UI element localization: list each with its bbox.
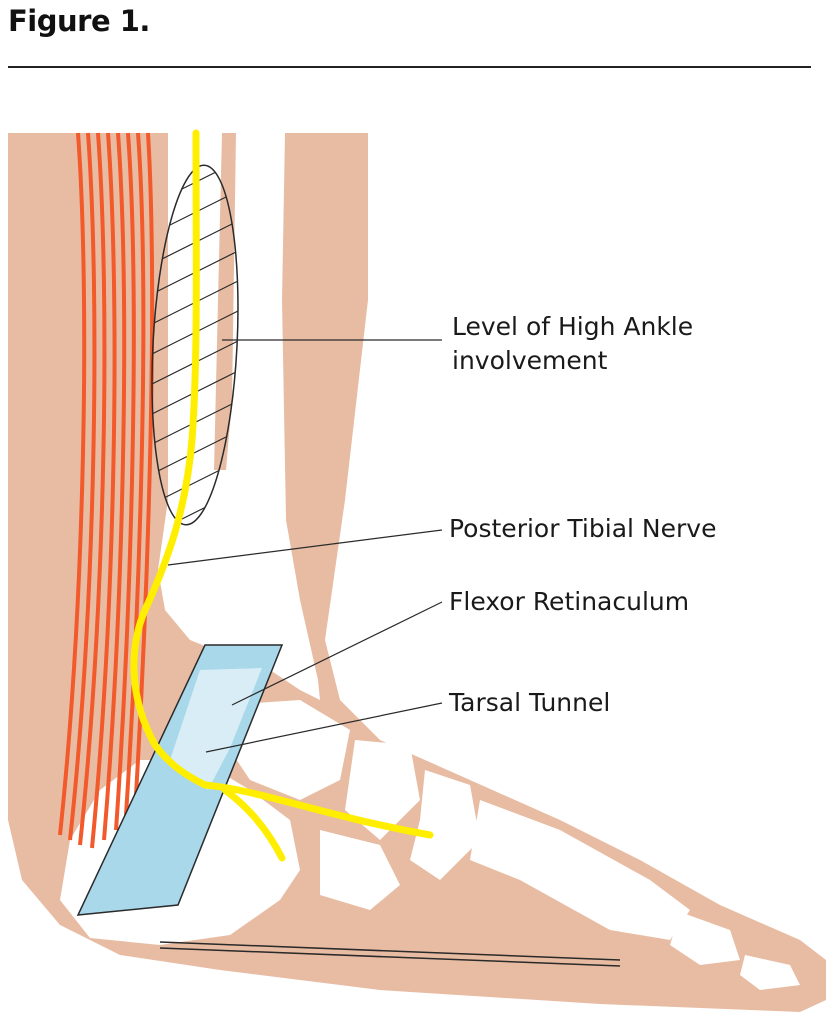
navicular-bone <box>345 740 420 840</box>
label-high-ankle-line1: Level of High Ankle <box>452 312 694 341</box>
phalanx-bone-2 <box>740 955 800 990</box>
cuneiform-bone <box>410 770 480 880</box>
high-ankle-ellipse <box>151 164 239 526</box>
talus-bone <box>225 700 350 800</box>
plantar-line-1 <box>159 941 621 961</box>
label-flexor-retinaculum: Flexor Retinaculum <box>449 587 690 616</box>
label-posterior-tibial-nerve: Posterior Tibial Nerve <box>449 514 717 543</box>
posterior-tibial-nerve <box>130 129 209 789</box>
label-tarsal-tunnel: Tarsal Tunnel <box>449 688 611 717</box>
figure-title: Figure 1. <box>8 4 150 38</box>
title-divider <box>8 66 811 68</box>
label-high-ankle: Level of High Ankle involvement <box>452 310 693 378</box>
cuboid-bone <box>320 830 400 910</box>
label-high-ankle-line2: involvement <box>452 346 608 375</box>
leader-nerve <box>167 529 443 566</box>
plantar-line-2 <box>159 947 621 967</box>
leader-tunnel <box>205 702 443 753</box>
leader-flexor <box>231 601 443 706</box>
phalanx-bone-1 <box>670 912 740 965</box>
tarsal-tunnel-space <box>170 668 262 790</box>
metatarsal-bone <box>470 800 690 940</box>
nerve-branch-lateral <box>221 786 286 862</box>
